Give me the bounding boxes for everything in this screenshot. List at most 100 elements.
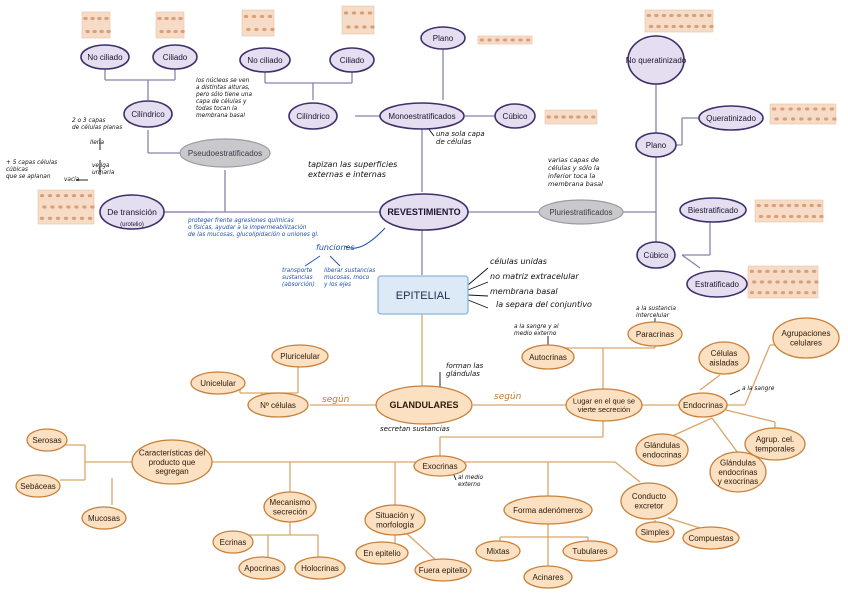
node-estratificado-label: Estratificado xyxy=(695,280,740,289)
node-revestimiento-label: REVESTIMIENTO xyxy=(387,207,460,217)
note-sangre-medio: a la sangre y al medio externo xyxy=(514,324,559,337)
node-pluricelular-label: Pluricelular xyxy=(280,352,320,361)
note-func-a: transporte sustancias (absorción) xyxy=(282,268,315,288)
node-cubico-right: Cúbico xyxy=(636,241,676,269)
tissue-ciliado-2 xyxy=(341,5,375,35)
tissue-no-ciliado-2 xyxy=(241,9,275,37)
node-unicelular: Unicelular xyxy=(190,371,246,395)
node-exocrinas-label: Exocrinas xyxy=(422,462,457,471)
node-fuera-epitelio-label: Fuera epitelio xyxy=(419,566,468,575)
node-tubulares-label: Tubulares xyxy=(572,547,607,556)
node-de-transicion-sublabel: (urotelio) xyxy=(120,222,144,228)
note-forman: forman las glándulas xyxy=(446,362,484,378)
note-vejiga: vejiga urinaria xyxy=(92,163,115,176)
node-mixtas-label: Mixtas xyxy=(486,547,509,556)
note-llena: llena xyxy=(90,140,105,146)
node-lugar-label: Lugar en el que se xyxy=(573,396,635,405)
node-queratinizado-label: Queratinizado xyxy=(706,114,756,123)
node-cilindrico-mid: Cilíndrico xyxy=(288,102,338,130)
node-revestimiento: REVESTIMIENTO xyxy=(379,193,469,231)
node-ciliado-2-label: Ciliado xyxy=(340,56,365,65)
node-no-ciliado-2: No ciliado xyxy=(239,47,291,73)
note-funciones-text: proteger frente agresiones químicas o fí… xyxy=(188,218,319,238)
node-paracrinas: Paracrinas xyxy=(627,321,683,347)
node-cilindrico-mid-label: Cilíndrico xyxy=(296,112,330,121)
node-glandulas-endocrinas-label: Glándulas xyxy=(644,441,680,450)
node-glandulares-label: GLANDULARES xyxy=(390,400,459,410)
note-dos-tres-capas: 2 o 3 capas de células planas xyxy=(72,118,123,131)
node-apocrinas: Apocrinas xyxy=(238,556,286,580)
note-a-la-sangre: a la sangre xyxy=(742,386,775,392)
node-conducto-label: excretor xyxy=(635,501,664,510)
node-pluriestratificados-label: Pluriestratificados xyxy=(549,208,612,217)
node-monoestratificados: Monoestratificados xyxy=(379,102,465,130)
node-no-ciliado-1: No ciliado xyxy=(80,44,130,70)
node-no-queratinizado: No queratinizado xyxy=(626,35,687,85)
tissue-ciliado-1 xyxy=(155,11,185,39)
node-no-ciliado-1-label: No ciliado xyxy=(87,53,123,62)
node-mecanismo-label: secreción xyxy=(273,507,307,516)
node-plano-right: Plano xyxy=(635,132,677,158)
note-medio-externo: al medio externo xyxy=(458,475,484,488)
node-autocrinas: Autocrinas xyxy=(521,344,575,370)
node-ciliado-2: Ciliado xyxy=(329,47,375,73)
node-mecanismo-label: Mecanismo xyxy=(270,498,311,507)
note-vacia: vacía xyxy=(64,177,80,183)
node-caracteristicas-label: segregan xyxy=(155,467,188,476)
node-pseudoestratificados: Pseudoestratificados xyxy=(179,138,271,168)
tissue-transicion xyxy=(37,189,95,225)
node-ciliado-1: Ciliado xyxy=(152,44,198,70)
node-sebaceas-label: Sebáceas xyxy=(20,482,56,491)
note-segun-1: según xyxy=(322,395,350,405)
note-separa: la separa del conjuntivo xyxy=(496,300,592,309)
node-fuera-epitelio: Fuera epitelio xyxy=(414,558,472,582)
node-caracteristicas-label: producto que xyxy=(149,458,196,467)
node-agrupaciones-label: Agrupaciones xyxy=(782,329,831,338)
node-ciliado-1-label: Ciliado xyxy=(163,53,188,62)
node-agrup-temporales-label: temporales xyxy=(755,444,795,453)
tissue-no-queratinizado xyxy=(644,9,714,33)
note-sustancia: a la sustancia intercelular xyxy=(636,306,676,319)
node-no-ciliado-2-label: No ciliado xyxy=(247,56,283,65)
node-glandulas-endo-exo-label: Glándulas xyxy=(720,459,756,468)
node-plano-top-label: Plano xyxy=(433,34,454,43)
node-estratificado: Estratificado xyxy=(686,270,748,298)
node-monoestratificados-label: Monoestratificados xyxy=(388,112,455,121)
note-mas-capas: + 5 capas células cúbicas que se aplanan xyxy=(6,160,58,180)
note-no-matriz: no matriz extracelular xyxy=(490,272,579,281)
node-n-celulas-label: Nº células xyxy=(260,401,296,410)
node-paracrinas-label: Paracrinas xyxy=(636,330,674,339)
node-forma-adenomeros-label: Forma adenómeros xyxy=(513,506,583,515)
node-endocrinas: Endocrinas xyxy=(678,392,728,418)
node-simples: Simples xyxy=(635,521,675,543)
node-endocrinas-label: Endocrinas xyxy=(683,401,723,410)
node-cubico-right-label: Cúbico xyxy=(644,251,669,260)
central-epitelial-label: EPITELIAL xyxy=(396,290,450,302)
node-compuestas-label: Compuestas xyxy=(689,534,734,543)
node-apocrinas-label: Apocrinas xyxy=(244,564,280,573)
tissue-queratinizado xyxy=(769,103,837,125)
tissue-cubico xyxy=(544,109,598,125)
node-agrup-temporales-label: Agrup. cel. xyxy=(756,435,794,444)
tissue-plano xyxy=(477,35,533,45)
note-funciones-title: funciones xyxy=(316,243,355,252)
node-pluriestratificados: Pluriestratificados xyxy=(538,199,624,225)
node-acinares-label: Acinares xyxy=(532,573,563,582)
node-holocrinas: Holocrinas xyxy=(294,556,346,580)
node-glandulares: GLANDULARES xyxy=(375,385,473,425)
central-epitelial: EPITELIAL xyxy=(377,275,469,315)
node-compuestas: Compuestas xyxy=(682,526,740,550)
node-mixtas: Mixtas xyxy=(475,540,521,562)
note-membrana-basal: membrana basal xyxy=(490,287,558,296)
node-forma-adenomeros: Forma adenómeros xyxy=(503,495,593,525)
node-cubico-top-label: Cúbico xyxy=(503,112,528,121)
node-exocrinas: Exocrinas xyxy=(413,455,467,477)
